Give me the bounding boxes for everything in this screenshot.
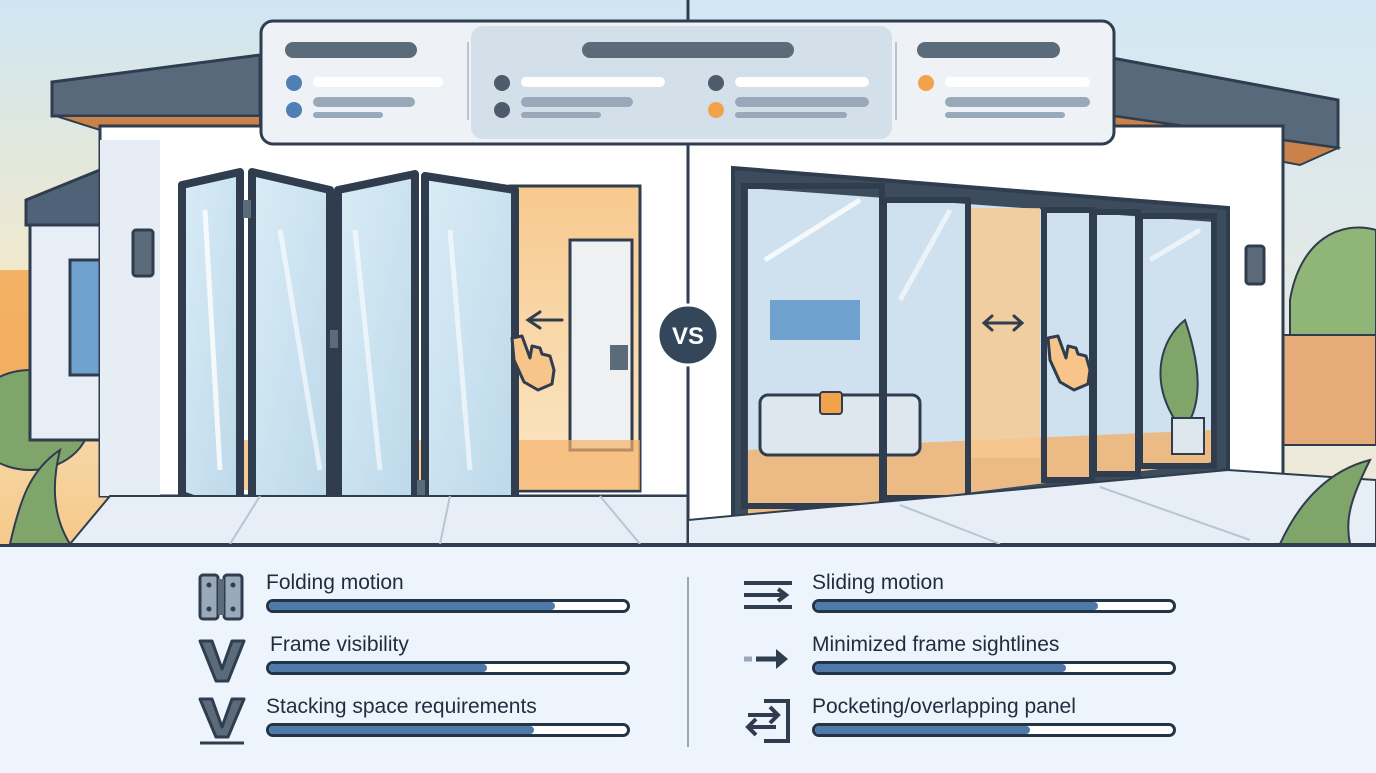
- legend-dot-blue-1: [286, 75, 302, 91]
- slide-room-wall-warm: [970, 208, 1040, 458]
- feature-comparison-panel: Folding motion Frame visibility Stacking…: [0, 544, 1376, 768]
- legend-dot-gray-1: [494, 75, 510, 91]
- feature-meter-fill: [269, 602, 556, 610]
- v-frame-icon: [198, 697, 246, 745]
- slide-glare-3: [1148, 227, 1202, 263]
- feature-meter-fill: [269, 726, 534, 734]
- bg-tree-right: [1289, 226, 1376, 341]
- right-hand-pointer-icon: [1046, 334, 1092, 392]
- legend-line-4c: [945, 112, 1065, 118]
- fold-glare-4: [447, 229, 473, 471]
- slide-glare-2: [897, 208, 953, 302]
- feature-meter: [266, 599, 630, 613]
- feature-label: Stacking space requirements: [266, 695, 537, 718]
- legend-title-bar-1: [285, 42, 417, 58]
- legend-dot-gray-2: [494, 102, 510, 118]
- fold-glare-3: [352, 229, 383, 471]
- feature-label: Frame visibility: [270, 633, 409, 656]
- legend-title-bar-2: [582, 42, 794, 58]
- v-frame-icon: [198, 639, 246, 683]
- feature-label: Folding motion: [266, 571, 404, 594]
- legend-line-4a: [945, 77, 1090, 87]
- right-patio-line-1: [899, 504, 1001, 545]
- feature-row: Sliding motion: [742, 571, 1262, 629]
- left-wall-shadow: [100, 140, 160, 496]
- legend-line-1b: [313, 97, 415, 107]
- feature-meter-fill: [815, 602, 1098, 610]
- slide-direction-arrow-icon: [981, 314, 1025, 332]
- fence-right: [1281, 334, 1376, 446]
- sliding-lines-icon: [744, 581, 792, 609]
- dashed-arrow-icon: [744, 649, 788, 669]
- feature-meter: [266, 661, 630, 675]
- feature-meter: [812, 599, 1176, 613]
- fold-hinge-2: [330, 330, 338, 348]
- right-potted-plant: [1159, 318, 1199, 421]
- right-patio-line-2: [1099, 486, 1251, 541]
- slide-glare-1: [763, 197, 862, 263]
- left-feature-column: Folding motion Frame visibility Stacking…: [196, 547, 716, 771]
- feature-row: Folding motion: [196, 571, 716, 629]
- left-patio-line-1: [229, 495, 261, 545]
- feature-row: Pocketing/overlapping panel: [742, 695, 1262, 753]
- legend-line-3b: [735, 97, 869, 107]
- left-wall-lamp: [131, 228, 155, 278]
- legend-dot-orange-2: [918, 75, 934, 91]
- left-patio: [67, 495, 689, 545]
- legend-line-1c: [313, 112, 383, 118]
- right-feature-column: Sliding motion Minimized frame sightline…: [742, 547, 1262, 771]
- feature-label: Pocketing/overlapping panel: [812, 695, 1076, 718]
- fold-hinge-1: [243, 200, 251, 218]
- feature-row: Stacking space requirements: [196, 695, 716, 753]
- slide-panel-5: [1137, 213, 1217, 469]
- right-plant: [1278, 458, 1372, 545]
- legend-line-2c: [521, 112, 601, 118]
- feature-meter: [812, 661, 1176, 675]
- fold-panel-3: [334, 170, 419, 519]
- legend-line-3a: [735, 77, 869, 87]
- right-wall-lamp: [1244, 244, 1266, 286]
- feature-meter-fill: [815, 664, 1066, 672]
- slide-room-painting: [770, 300, 860, 340]
- left-patio-line-2: [439, 495, 451, 545]
- feature-meter-fill: [269, 664, 488, 672]
- left-patio-line-3: [599, 495, 641, 545]
- feature-label: Sliding motion: [812, 571, 944, 594]
- left-room-fridge-handle: [610, 345, 628, 370]
- legend-line-2b: [521, 97, 633, 107]
- feature-meter: [812, 723, 1176, 737]
- legend-line-3c: [735, 112, 847, 118]
- legend-line-2a: [521, 77, 665, 87]
- fold-hinge-3: [417, 480, 425, 498]
- vs-label: VS: [672, 323, 704, 350]
- legend-line-4b: [945, 97, 1090, 107]
- feature-divider: [687, 577, 689, 747]
- feature-label: Minimized frame sightlines: [812, 633, 1060, 656]
- left-plant: [8, 447, 72, 545]
- fold-glare-2: [277, 229, 323, 471]
- left-hand-pointer-icon: [510, 334, 556, 392]
- left-neighbor-window: [68, 258, 104, 377]
- feature-row: Frame visibility: [196, 633, 716, 691]
- vs-badge: [656, 303, 720, 367]
- legend-dot-gray-3: [708, 75, 724, 91]
- overlap-arrows-icon: [745, 699, 790, 743]
- fold-glare-1: [202, 209, 223, 471]
- feature-meter: [266, 723, 630, 737]
- legend-line-1a: [313, 77, 443, 87]
- legend-title-bar-3: [917, 42, 1060, 58]
- right-plant-pot: [1171, 417, 1205, 455]
- legend-dot-blue-2: [286, 102, 302, 118]
- hinge-icon: [198, 573, 244, 621]
- feature-row: Minimized frame sightlines: [742, 633, 1262, 691]
- feature-meter-fill: [815, 726, 1030, 734]
- legend-dot-orange-1: [708, 102, 724, 118]
- slide-room-cushion: [819, 391, 843, 415]
- fold-direction-arrow-icon: [525, 310, 564, 330]
